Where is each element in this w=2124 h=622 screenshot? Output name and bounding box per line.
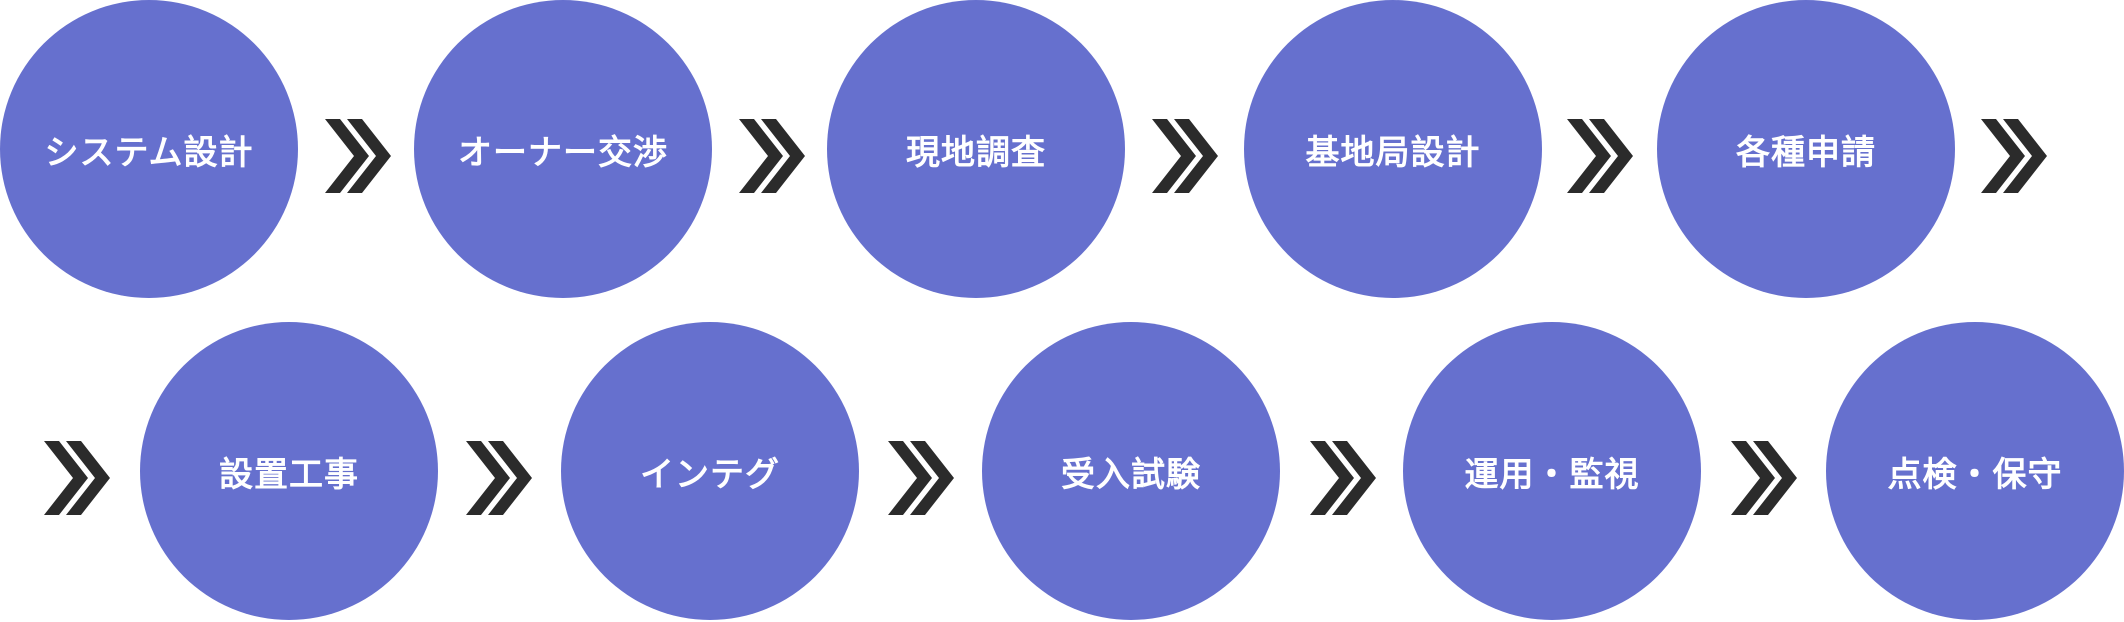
double-chevron-right-icon <box>1981 119 2047 193</box>
double-chevron-right-icon <box>888 441 954 515</box>
step-label: 各種申請 <box>1736 132 1876 173</box>
double-chevron-right-icon <box>739 119 805 193</box>
step-circle-applications: 各種申請 <box>1657 0 1955 298</box>
double-chevron-right-icon <box>1567 119 1633 193</box>
step-circle-installation-work: 設置工事 <box>140 322 438 620</box>
step-circle-owner-negotiation: オーナー交渉 <box>414 0 712 298</box>
step-label: 設置工事 <box>219 454 359 495</box>
step-circle-base-station-design: 基地局設計 <box>1244 0 1542 298</box>
step-label: 運用・監視 <box>1464 454 1640 495</box>
step-label: 基地局設計 <box>1305 132 1481 173</box>
step-circle-inspection-maintenance: 点検・保守 <box>1826 322 2124 620</box>
double-chevron-right-icon <box>44 441 110 515</box>
step-label: 点検・保守 <box>1887 454 2063 495</box>
double-chevron-right-icon <box>466 441 532 515</box>
double-chevron-right-icon <box>1152 119 1218 193</box>
step-label: 受入試験 <box>1061 454 1201 495</box>
double-chevron-right-icon <box>325 119 391 193</box>
step-circle-acceptance-test: 受入試験 <box>982 322 1280 620</box>
double-chevron-right-icon <box>1731 441 1797 515</box>
step-circle-operation-monitoring: 運用・監視 <box>1403 322 1701 620</box>
step-circle-system-design: システム設計 <box>0 0 298 298</box>
step-label: インテグ <box>640 454 780 495</box>
step-label: システム設計 <box>44 132 254 173</box>
step-circle-site-survey: 現地調査 <box>827 0 1125 298</box>
step-label: オーナー交渉 <box>458 132 668 173</box>
step-circle-integration: インテグ <box>561 322 859 620</box>
step-label: 現地調査 <box>906 132 1046 173</box>
double-chevron-right-icon <box>1310 441 1376 515</box>
